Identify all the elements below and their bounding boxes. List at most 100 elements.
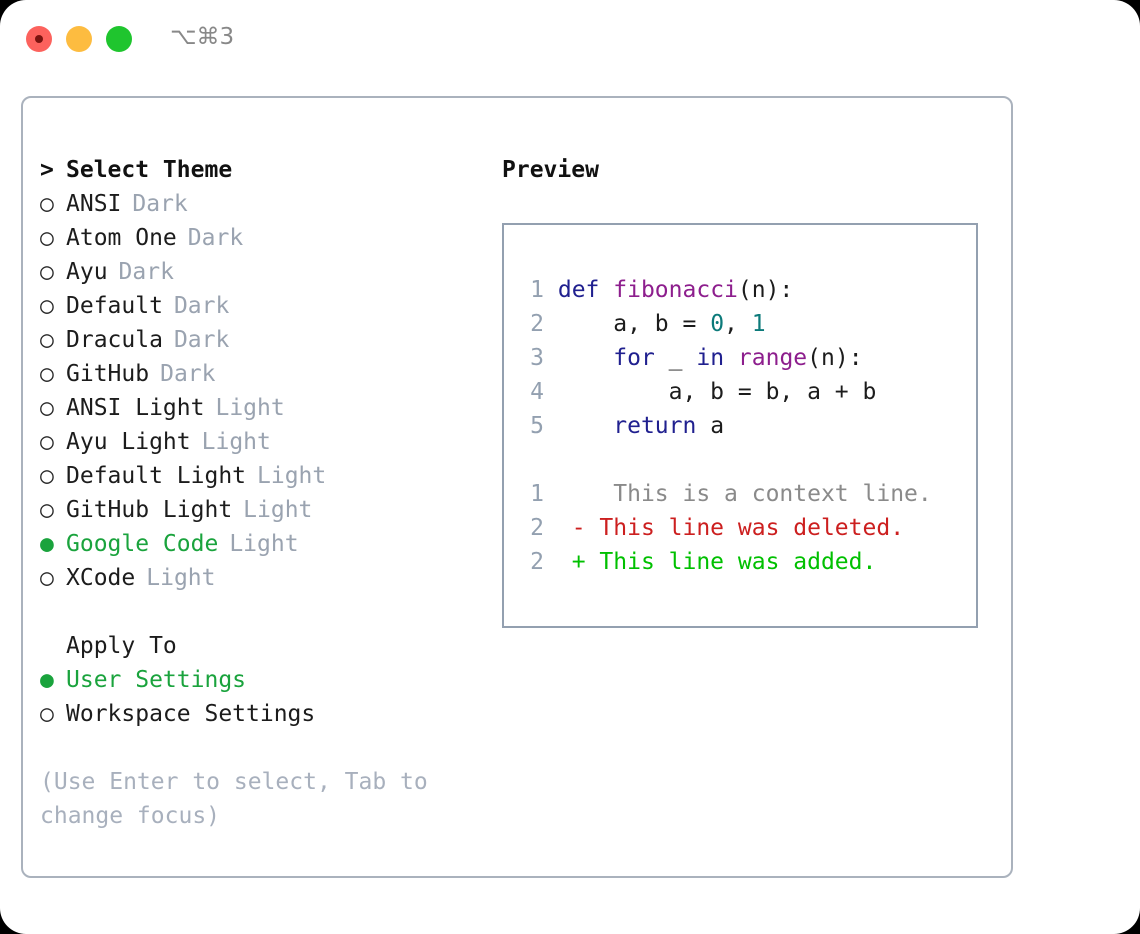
theme-name-label: ANSI Light	[66, 395, 205, 421]
radio-unselected-icon: ○	[40, 497, 54, 523]
theme-category-label: Dark	[118, 259, 174, 285]
diff-line: 2 - This line was deleted.	[518, 511, 968, 545]
theme-category-label: Dark	[187, 225, 244, 251]
theme-category-label: Dark	[173, 293, 230, 319]
theme-list-item[interactable]: ○ GitHub Dark	[40, 357, 490, 391]
diff-line: 2 + This line was added.	[518, 545, 968, 579]
theme-list-item[interactable]: ○ ANSI Light Light	[40, 391, 490, 425]
radio-selected-icon: ●	[40, 667, 54, 693]
line-number: 3	[530, 345, 544, 371]
theme-category-label: Light	[243, 497, 313, 523]
theme-category-label: Light	[201, 429, 271, 455]
theme-name-label: Ayu	[66, 259, 108, 285]
line-number: 1	[530, 277, 544, 303]
line-number: 2	[530, 311, 544, 337]
code-token: in	[696, 345, 725, 371]
line-number: 2	[530, 549, 544, 575]
code-token: range	[737, 345, 808, 371]
theme-name-label: XCode	[66, 565, 136, 591]
line-number: 4	[530, 379, 544, 405]
minimize-window-button[interactable]	[66, 26, 92, 52]
diff-line: 1 This is a context line.	[518, 477, 968, 511]
code-token: def	[557, 277, 600, 303]
apply-to-item[interactable]: ● User Settings	[40, 663, 490, 697]
theme-name-label: Default Light	[66, 463, 247, 489]
code-token: 0	[710, 311, 725, 337]
code-token: ,	[724, 311, 752, 337]
apply-to-heading: Apply To	[66, 633, 177, 659]
code-line: 2 a, b = 0, 1	[518, 307, 968, 341]
radio-unselected-icon: ○	[40, 293, 54, 319]
maximize-window-button[interactable]	[106, 26, 132, 52]
code-token: a, b =	[557, 311, 711, 337]
code-line: 1 def fibonacci(n):	[518, 273, 968, 307]
apply-to-item[interactable]: ○ Workspace Settings	[40, 697, 490, 731]
theme-name-label: GitHub	[66, 361, 150, 387]
radio-unselected-icon: ○	[40, 463, 54, 489]
radio-unselected-icon: ○	[40, 259, 54, 285]
code-token: 1	[751, 311, 766, 337]
theme-list-item[interactable]: ○ Dracula Dark	[40, 323, 490, 357]
radio-unselected-icon: ○	[40, 225, 54, 251]
code-token	[599, 277, 613, 303]
close-window-button[interactable]	[26, 26, 52, 52]
diff-text: This line was added.	[585, 549, 877, 575]
keyboard-hint-text: (Use Enter to select, Tab to change focu…	[40, 769, 428, 829]
preview-column: Preview 1 def fibonacci(n):2 a, b = 0, 1…	[502, 153, 992, 628]
radio-unselected-icon: ○	[40, 191, 54, 217]
theme-list-item[interactable]: ○ XCode Light	[40, 561, 490, 595]
radio-unselected-icon: ○	[40, 429, 54, 455]
theme-list-item[interactable]: ○ Ayu Dark	[40, 255, 490, 289]
theme-name-label: Google Code	[66, 531, 219, 557]
theme-name-label: Dracula	[66, 327, 163, 353]
theme-category-label: Light	[229, 531, 299, 557]
select-theme-heading: > Select Theme	[40, 153, 490, 187]
title-bar: ⌥⌘3	[0, 0, 1140, 78]
apply-to-label: Workspace Settings	[66, 701, 316, 727]
selection-arrow-icon: >	[40, 157, 54, 183]
line-number: 1	[530, 481, 544, 507]
code-token	[558, 413, 613, 439]
code-token	[724, 345, 738, 371]
code-token: return	[613, 413, 697, 439]
theme-category-label: Light	[257, 463, 327, 489]
radio-unselected-icon: ○	[40, 327, 54, 353]
radio-unselected-icon: ○	[40, 701, 54, 727]
diff-text: This is a context line.	[585, 481, 932, 507]
code-token: for	[613, 345, 655, 371]
radio-unselected-icon: ○	[40, 395, 54, 421]
line-number: 5	[530, 413, 544, 439]
theme-category-label: Light	[215, 395, 285, 421]
diff-separator	[518, 443, 968, 477]
code-line: 5 return a	[518, 409, 968, 443]
code-line: 3 for _ in range(n):	[518, 341, 968, 375]
radio-unselected-icon: ○	[40, 565, 54, 591]
section-spacer	[40, 595, 490, 629]
theme-list-item[interactable]: ○ Default Light Light	[40, 459, 490, 493]
code-token: (n):	[737, 277, 794, 303]
theme-category-label: Dark	[173, 327, 230, 353]
radio-unselected-icon: ○	[40, 361, 54, 387]
code-token: a, b = b, a + b	[557, 379, 877, 405]
code-token	[558, 345, 613, 371]
theme-category-label: Dark	[160, 361, 216, 387]
theme-category-label: Dark	[132, 191, 188, 217]
keyboard-shortcut-label: ⌥⌘3	[170, 24, 235, 50]
apply-to-label: User Settings	[66, 667, 247, 693]
line-number: 2	[530, 515, 544, 541]
select-theme-heading-label: Select Theme	[66, 157, 233, 183]
theme-category-label: Light	[146, 565, 216, 591]
code-token: _	[654, 345, 697, 371]
